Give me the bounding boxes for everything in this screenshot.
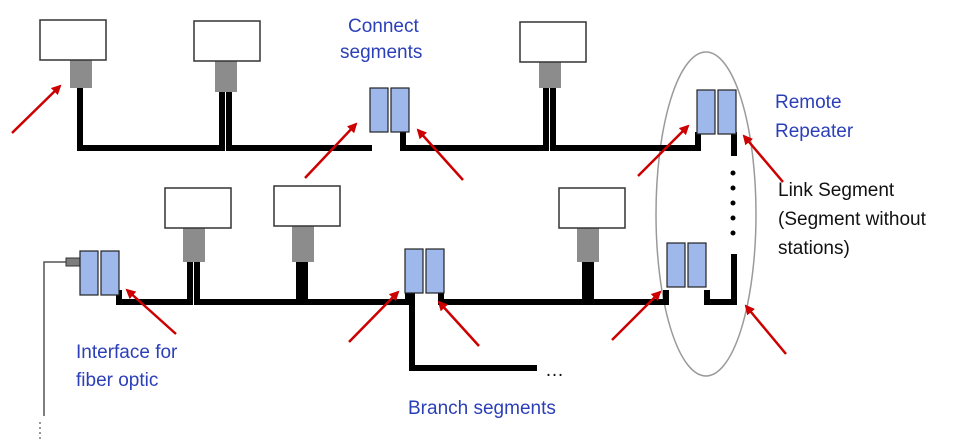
label-link-segment-line1: Link Segment — [778, 180, 895, 201]
arrow-remote-bottom-right — [744, 304, 787, 355]
remote-repeater-ellipse — [655, 51, 757, 377]
station-2 — [193, 20, 261, 92]
label-link-segment-line2: (Segment without — [778, 209, 927, 230]
annotation-arrows — [11, 84, 787, 355]
label-interface-fiber-line1: Interface for — [76, 342, 178, 363]
arrow-branch-right — [437, 300, 480, 347]
arrow-connect-right — [416, 128, 464, 181]
label-interface-fiber-line2: fiber optic — [76, 370, 158, 391]
label-connect-segments-line1: Connect — [348, 16, 419, 37]
station-5 — [273, 185, 341, 262]
repeater-branch — [404, 248, 445, 294]
repeater-fiber-interface — [79, 250, 120, 296]
arrow-fiber-interface — [125, 288, 177, 335]
label-remote-repeater-line1: Remote — [775, 92, 842, 113]
label-connect-segments-line2: segments — [340, 42, 422, 63]
arrow-remote-bottom-left — [611, 290, 662, 341]
lower-bus — [116, 254, 737, 371]
repeater-remote-top — [696, 89, 737, 135]
station-6 — [558, 187, 626, 262]
arrow-station-1 — [11, 84, 62, 134]
arrow-remote-top-left — [637, 124, 690, 177]
repeater-remote-bottom — [666, 242, 707, 288]
arrow-connect-left — [304, 122, 358, 179]
station-3 — [519, 21, 587, 88]
link-segment-dots — [730, 170, 736, 236]
repeater-connect-segments — [369, 87, 410, 133]
arrow-remote-top-right — [742, 134, 784, 183]
label-remote-repeater-line2: Repeater — [775, 121, 854, 142]
station-1 — [39, 19, 107, 88]
label-branch-segments: Branch segments — [408, 398, 556, 419]
fiber-optic-cable — [39, 257, 81, 440]
upper-bus — [77, 88, 737, 156]
branch-ellipsis: … — [545, 360, 564, 381]
label-link-segment-line3: stations) — [778, 238, 850, 259]
station-4 — [164, 187, 232, 262]
arrow-branch — [348, 290, 400, 343]
